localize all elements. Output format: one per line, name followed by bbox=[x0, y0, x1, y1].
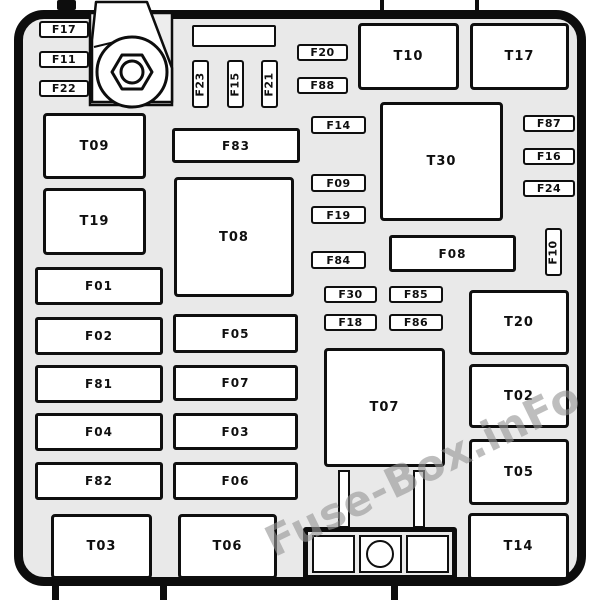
relay-t02: T02 bbox=[469, 364, 569, 428]
connector-slot bbox=[311, 534, 355, 573]
relay-t06: T06 bbox=[178, 514, 277, 579]
fuse-f11: F11 bbox=[39, 51, 89, 68]
top-tab bbox=[57, 0, 76, 10]
fuse-f02: F02 bbox=[35, 317, 163, 355]
relay-t17: T17 bbox=[470, 23, 569, 90]
fuse-f88: F88 bbox=[297, 77, 348, 94]
relay-t30: T30 bbox=[380, 102, 503, 221]
connector-slot bbox=[405, 534, 449, 573]
fuse-f09: F09 bbox=[311, 174, 366, 192]
fuse-f21: F21 bbox=[261, 60, 278, 108]
fuse-f14: F14 bbox=[311, 116, 366, 134]
relay-t19: T19 bbox=[43, 188, 146, 255]
fuse-f18: F18 bbox=[324, 314, 377, 331]
relay-t08: T08 bbox=[174, 177, 294, 297]
fuse-f08: F08 bbox=[389, 235, 516, 272]
unlabeled-slot bbox=[192, 25, 276, 47]
relay-t05: T05 bbox=[469, 439, 569, 505]
fuse-f86: F86 bbox=[389, 314, 443, 331]
connector-slot bbox=[358, 534, 402, 573]
fuse-f05: F05 bbox=[173, 314, 298, 353]
connector-block bbox=[303, 527, 457, 580]
fuse-f03: F03 bbox=[173, 413, 298, 450]
fuse-f16: F16 bbox=[523, 148, 575, 165]
relay-t10: T10 bbox=[358, 23, 459, 90]
fuse-f07: F07 bbox=[173, 365, 298, 401]
fuse-f24: F24 bbox=[523, 180, 575, 197]
top-wire bbox=[475, 0, 479, 14]
fuse-f22: F22 bbox=[39, 80, 89, 97]
fuse-f83: F83 bbox=[172, 128, 300, 163]
fuse-f15: F15 bbox=[227, 60, 244, 108]
fuse-f85: F85 bbox=[389, 286, 443, 303]
fuse-f82: F82 bbox=[35, 462, 163, 500]
fuse-f23: F23 bbox=[192, 60, 209, 108]
fuse-f17: F17 bbox=[39, 21, 89, 38]
fuse-f10: F10 bbox=[545, 228, 562, 276]
fuse-f01: F01 bbox=[35, 267, 163, 305]
fuse-f04: F04 bbox=[35, 413, 163, 451]
fuse-f81: F81 bbox=[35, 365, 163, 403]
fuse-f84: F84 bbox=[311, 251, 366, 269]
relay-t03: T03 bbox=[51, 514, 152, 579]
relay-t09: T09 bbox=[43, 113, 146, 179]
connector-circle-pin bbox=[366, 539, 394, 568]
fuse-f06: F06 bbox=[173, 462, 298, 500]
fuse-f87: F87 bbox=[523, 115, 575, 132]
fuse-f30: F30 bbox=[324, 286, 377, 303]
connector-pin bbox=[338, 470, 350, 528]
top-wire bbox=[380, 0, 384, 14]
fuse-f19: F19 bbox=[311, 206, 366, 224]
relay-t07: T07 bbox=[324, 348, 445, 467]
relay-t20: T20 bbox=[469, 290, 569, 355]
connector-pin bbox=[413, 470, 425, 528]
fuse-f20: F20 bbox=[297, 44, 348, 61]
relay-t14: T14 bbox=[468, 513, 569, 580]
